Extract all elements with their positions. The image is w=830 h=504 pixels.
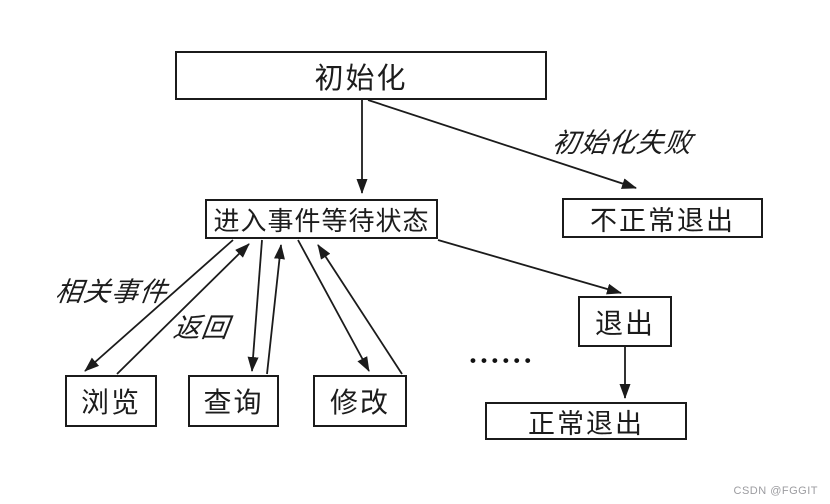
edge-wait-to-browse: [84, 239, 234, 372]
edge-label-related-events: 相关事件: [53, 277, 170, 307]
edge-init-to-abnormal-exit: [367, 99, 637, 189]
node-abnormal-exit: 不正常退出: [562, 198, 763, 238]
edge-wait-to-exit: [437, 239, 622, 295]
edge-browse-to-wait: [116, 243, 250, 375]
watermark-text: CSDN @FGGIT: [733, 485, 818, 497]
node-init: 初始化: [175, 51, 547, 100]
edge-wait-to-query: [247, 239, 263, 372]
edge-wait-to-modify: [297, 239, 370, 372]
node-event-wait-state: 进入事件等待状态: [205, 199, 438, 239]
edge-label-init-fail: 初始化失败: [550, 128, 695, 158]
edge-modify-to-wait: [317, 244, 403, 375]
ellipsis-dots: ••••••: [470, 351, 536, 370]
node-browse: 浏览: [65, 375, 157, 427]
edge-query-to-wait: [266, 244, 285, 375]
node-normal-exit: 正常退出: [485, 402, 687, 440]
edge-label-return: 返回: [171, 313, 232, 343]
node-exit: 退出: [578, 296, 672, 347]
node-modify: 修改: [313, 375, 407, 427]
node-query: 查询: [188, 375, 279, 427]
